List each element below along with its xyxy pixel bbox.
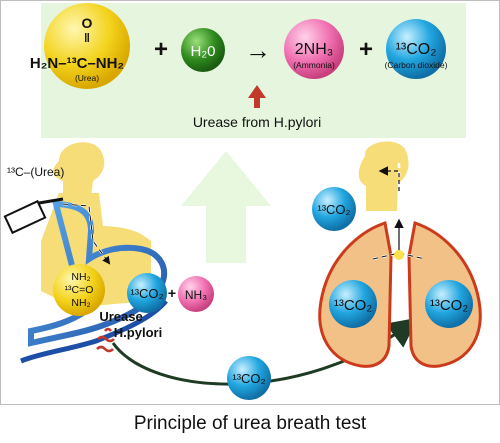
exhaled-co2-formula: ¹³CO₂ (317, 202, 350, 217)
lung-right-co2-formula: ¹³CO₂ (430, 297, 468, 314)
stomach-co2-formula: ¹³CO₂ (130, 286, 163, 301)
breath-bag-icon (3, 197, 64, 235)
co2-name: (Carbon dioxide) (385, 60, 448, 70)
stomach-urea-molecule: NH₂ ¹³C=O NH₂ (53, 264, 105, 316)
co2-formula: ¹³CO₂ (396, 41, 437, 58)
urease-label: Urease (99, 309, 142, 324)
water-formula: H₂0 (191, 43, 216, 60)
enzyme-label: Urease from H.pylori (193, 114, 321, 130)
diagram-canvas: O ‖ H₂N–¹³C–NH₂ (Urea) + H₂0 → 2NH₃ (Amm… (3, 3, 482, 400)
stomach-nh3-formula: NH₃ (185, 288, 207, 302)
alveoli-burst-icon (394, 250, 404, 260)
stomach-co2-molecule: ¹³CO₂ (127, 273, 167, 313)
urea-molecule: O ‖ H₂N–¹³C–NH₂ (Urea) (30, 3, 130, 89)
plus-sign-1: + (154, 36, 168, 63)
lung-left-co2-molecule: ¹³CO₂ (329, 280, 377, 328)
exhaled-co2-molecule: ¹³CO₂ (312, 187, 356, 231)
ammonia-formula: 2NH₃ (295, 41, 334, 58)
lung-right-co2-molecule: ¹³CO₂ (425, 280, 473, 328)
plus-sign-2: + (359, 36, 373, 63)
stomach-urea-nh2-bottom: NH₂ (71, 297, 90, 309)
right-patient-figure (358, 141, 409, 211)
urease-arrow-icon (248, 85, 266, 108)
urea-dose-label: ¹³C–(Urea) (7, 165, 64, 179)
ammonia-molecule: 2NH₃ (Ammonia) (284, 19, 344, 79)
ingestion-arrow (62, 203, 111, 265)
urea-double-bond: ‖ (84, 31, 90, 45)
hpylori-bacteria-icon (96, 327, 115, 353)
transport-co2-formula: ¹³CO₂ (232, 371, 265, 386)
urea-oxygen: O (82, 15, 93, 31)
co2-molecule: ¹³CO₂ (Carbon dioxide) (385, 19, 448, 79)
stomach-urea-co: ¹³C=O (65, 284, 94, 296)
stomach-nh3-molecule: NH₃ (178, 276, 214, 312)
water-molecule: H₂0 (181, 28, 225, 72)
ammonia-name: (Ammonia) (293, 60, 335, 70)
stomach-plus: + (168, 285, 176, 301)
transport-co2-molecule: ¹³CO₂ (227, 356, 271, 400)
urea-name: (Urea) (75, 73, 99, 83)
stomach-urea-nh2-top: NH₂ (71, 271, 90, 283)
diagram-caption: Principle of urea breath test (133, 413, 367, 434)
reaction-arrow: → (245, 35, 271, 65)
lung-left-co2-formula: ¹³CO₂ (334, 297, 372, 314)
urea-breath-test-diagram: O ‖ H₂N–¹³C–NH₂ (Urea) + H₂0 → 2NH₃ (Amm… (0, 0, 500, 405)
faded-upward-arrow (181, 151, 271, 263)
exhale-out-arrow (378, 166, 400, 191)
hpylori-label: H.pylori (114, 325, 162, 340)
urea-formula: H₂N–¹³C–NH₂ (30, 55, 124, 72)
